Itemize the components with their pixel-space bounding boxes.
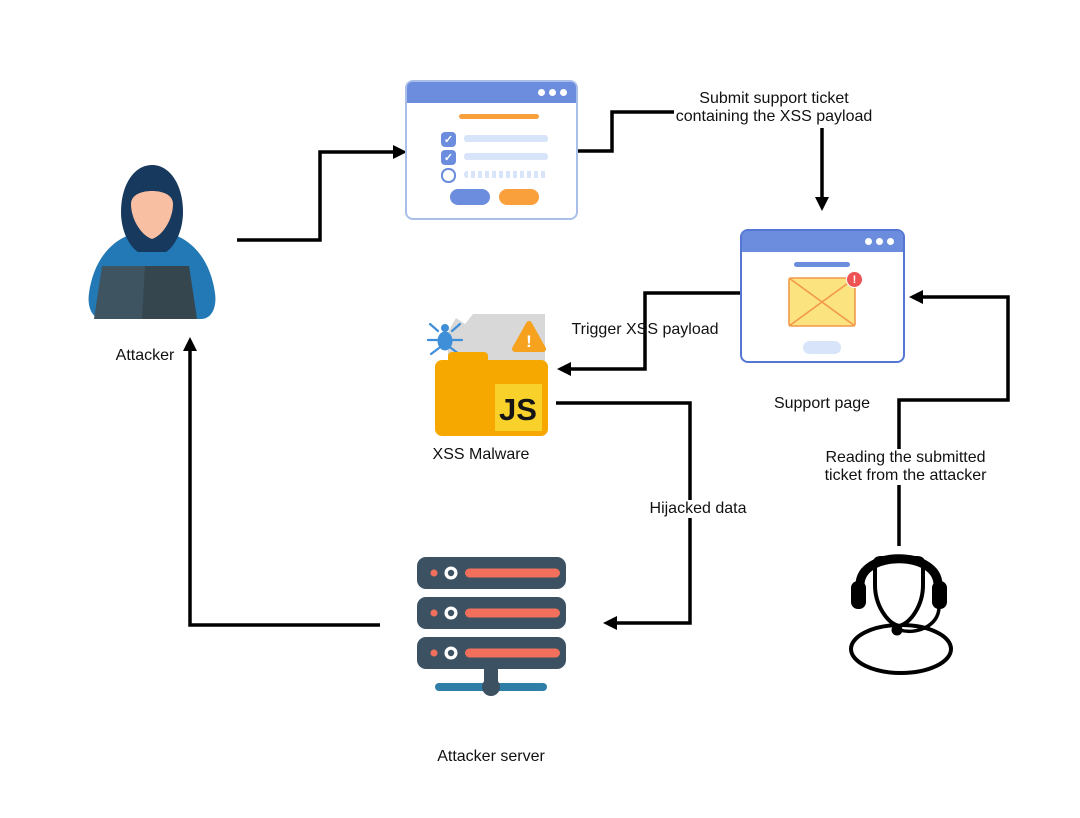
window-titlebar <box>742 231 903 252</box>
headband <box>855 554 943 590</box>
arrowhead-right-icon <box>393 145 407 159</box>
submit-ticket-edge-label: Submit support ticket containing the XSS… <box>674 90 874 127</box>
connector-server-to-attacker <box>183 337 380 627</box>
server-unit <box>417 637 566 669</box>
arrowhead-left-icon <box>909 290 923 304</box>
connector-agent-to-support-page <box>897 290 1010 546</box>
connector-attacker-to-ticket-form <box>237 145 407 242</box>
page-title-bar <box>794 262 850 267</box>
svg-text:JS: JS <box>499 392 537 427</box>
arrowhead-left-icon <box>557 362 571 376</box>
xss-malware-icon: ! JS <box>426 314 548 436</box>
headset-agent-icon <box>849 554 953 675</box>
support-page-label: Support page <box>773 395 871 412</box>
ear-cup-icon <box>851 581 866 609</box>
connector-submit-label-to-support-page <box>815 128 829 211</box>
envelope-icon <box>788 277 856 327</box>
laptop-lid-shade <box>142 266 197 319</box>
arrowhead-left-icon <box>603 616 617 630</box>
form-line <box>464 153 548 160</box>
form-line-dotted <box>464 171 548 178</box>
attacker-server-label: Attacker server <box>437 748 545 765</box>
agent-face <box>873 556 925 629</box>
notification-badge: ! <box>846 271 863 288</box>
checkbox-checked-icon[interactable]: ✓ <box>441 150 456 165</box>
mic-icon <box>891 624 903 636</box>
server-unit <box>417 557 566 589</box>
window-dot-icon <box>560 89 567 96</box>
xss-malware-label: XSS Malware <box>432 446 530 463</box>
checkbox-checked-icon[interactable]: ✓ <box>441 132 456 147</box>
checkbox-unchecked-icon[interactable] <box>441 168 456 183</box>
attacker-server-icon <box>417 557 566 696</box>
trigger-payload-edge-label: Trigger XSS payload <box>571 321 719 338</box>
attacker-face <box>131 191 173 239</box>
window-titlebar <box>407 82 576 103</box>
window-dot-icon <box>538 89 545 96</box>
warning-icon: ! <box>512 321 546 352</box>
form-submit-button[interactable] <box>499 189 539 205</box>
connector-support-page-to-xss-malware <box>557 291 740 376</box>
hijacked-data-edge-label: Hijacked data <box>638 500 758 519</box>
server-unit <box>417 597 566 629</box>
reading-ticket-edge-label: Reading the submitted ticket from the at… <box>818 449 993 486</box>
folder-icon: JS <box>435 352 548 436</box>
arrowhead-up-icon <box>183 337 197 351</box>
network-node <box>482 678 500 696</box>
connector-ticket-form-to-submit-label <box>578 110 676 153</box>
window-dot-icon <box>876 238 883 245</box>
arrowhead-down-icon <box>815 197 829 211</box>
mic-boom <box>899 606 941 633</box>
bug-icon <box>426 322 464 356</box>
window-dot-icon <box>887 238 894 245</box>
attacker-label: Attacker <box>115 347 175 364</box>
support-page-window: ! <box>740 229 905 363</box>
form-title-bar <box>459 114 539 119</box>
svg-text:!: ! <box>526 332 532 351</box>
form-line <box>464 135 548 142</box>
window-dot-icon <box>865 238 872 245</box>
ear-cup-icon <box>932 581 947 609</box>
js-badge <box>495 384 542 431</box>
window-dot-icon <box>549 89 556 96</box>
page-button-pill[interactable] <box>803 341 841 354</box>
attacker-icon <box>88 165 216 319</box>
ticket-form-window: ✓ ✓ <box>405 80 578 220</box>
form-secondary-button[interactable] <box>450 189 490 205</box>
